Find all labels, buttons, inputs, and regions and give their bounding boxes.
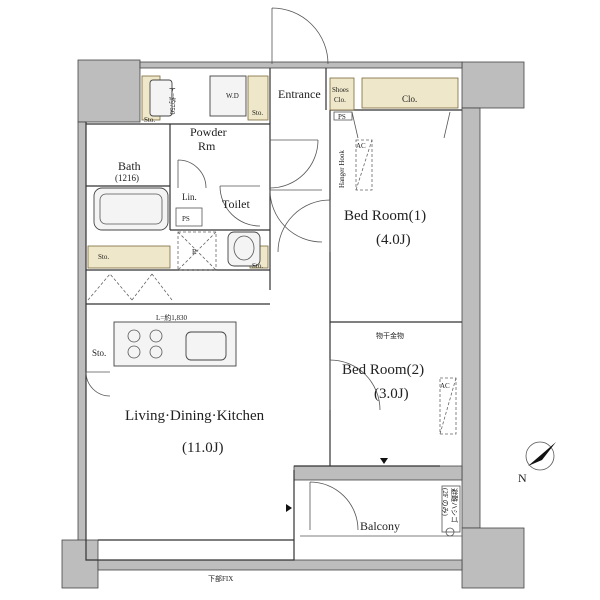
bedroom1-closet (361, 77, 459, 109)
refrigerator-space (177, 231, 217, 271)
entrance-label: Entrance (278, 87, 321, 101)
shoes-clo-label: Clo. (334, 96, 346, 104)
ldk-label: Living·Dining·Kitchen (125, 408, 265, 424)
sto-wd-label: Sto. (252, 109, 263, 117)
column-top-right (461, 61, 525, 109)
bath-size: (1216) (115, 173, 139, 183)
evac-ladder-label: 避難ハシゴ (450, 488, 459, 523)
stove-burner-4 (149, 345, 163, 359)
r-label: R (192, 248, 197, 256)
marker-triangle-down (380, 458, 388, 464)
shoes-closet (329, 77, 355, 111)
wd-label: W.D (226, 92, 239, 100)
bed2-size: (3.0J) (374, 386, 409, 402)
ps-label-1: PS (182, 215, 190, 223)
powder-label: Powder (190, 125, 227, 139)
ps-label-2: PS (338, 113, 346, 121)
stove-burner-1 (127, 329, 141, 343)
structural-walls (61, 59, 525, 589)
ac-bed1-label: AC (356, 142, 366, 150)
wall-left-outer (77, 121, 87, 563)
wall-top-strip (139, 61, 463, 69)
bath-label: Bath (118, 159, 141, 173)
compass-north-label: N (518, 471, 527, 485)
stove-burner-2 (149, 329, 163, 343)
bed2-label: Bed Room(2) (342, 362, 424, 378)
hanger-hook-label: Hanger Hook (338, 150, 346, 188)
kitchen-sink (185, 331, 227, 361)
stove-burner-3 (127, 345, 141, 359)
wall-right-outer (461, 107, 481, 529)
sto-hall-label: Sto. (98, 253, 109, 261)
ac-bed1 (355, 139, 373, 191)
bed1-label: Bed Room(1) (344, 208, 426, 224)
toilet-label: Toilet (222, 197, 250, 211)
ldk-size: (11.0J) (182, 440, 224, 456)
column-bottom-left (61, 539, 99, 589)
evac-ladder-box (441, 485, 461, 533)
washbasin (149, 79, 173, 117)
balcony-wall (293, 465, 463, 481)
lin-label: Lin. (182, 192, 197, 202)
column-top-left (77, 59, 141, 123)
ac-bed2-label: AC (440, 382, 450, 390)
balcony-label: Balcony (360, 519, 400, 533)
washing-machine-pan (209, 75, 247, 117)
bed1-size: (4.0J) (376, 232, 411, 248)
balcony-parapet (97, 559, 463, 571)
sto-toilet-label: Sto. (252, 262, 263, 270)
sto-hall (87, 245, 171, 269)
fixtures (93, 75, 461, 537)
powder-rm-label: Rm (198, 139, 216, 153)
sto-kitchen-label: Sto. (92, 348, 106, 358)
kitchen-length-label: L=約1,830 (156, 313, 187, 322)
hatch-label: ト=約750 (168, 86, 177, 115)
toilet-bowl (227, 231, 261, 267)
clo-label: Clo. (402, 94, 417, 104)
door-swings (85, 7, 381, 531)
sto-bath-label: Sto. (144, 116, 155, 124)
lower-fix-label: 下部FIX (208, 574, 233, 583)
partitions (85, 68, 462, 561)
shoes-label: Shoes (332, 86, 349, 94)
ps-box (175, 207, 203, 227)
wd-storage (247, 75, 269, 121)
marker-triangle-right (286, 504, 292, 512)
bathtub (93, 187, 169, 231)
evac-floor-label: (2F のみ) (441, 488, 449, 516)
monohoshi-label: 物干金物 (376, 331, 404, 340)
column-bottom-right (461, 527, 525, 589)
ac-bed2 (439, 377, 457, 435)
shoes-panel (333, 111, 353, 121)
compass: N (518, 441, 556, 485)
